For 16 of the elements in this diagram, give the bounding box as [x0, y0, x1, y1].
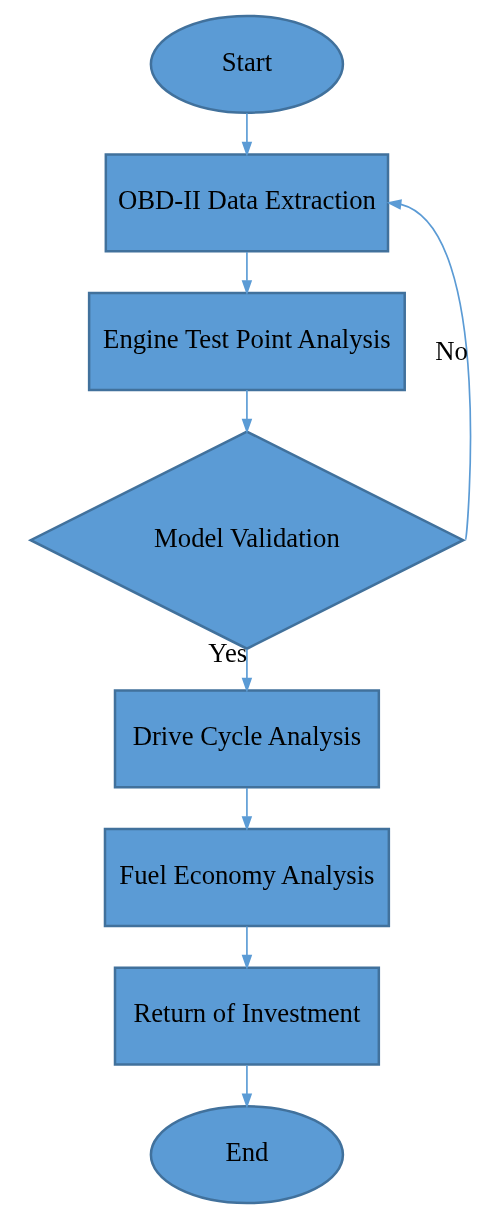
- node-box: Return of Investment: [113, 966, 381, 1066]
- arrow: [241, 112, 253, 157]
- edge-label: No: [435, 336, 468, 367]
- arrow: [241, 389, 253, 434]
- arrow: [386, 199, 472, 542]
- arrow: [241, 787, 253, 832]
- node-ellipse: Start: [149, 14, 345, 114]
- node-box: Drive Cycle Analysis: [113, 689, 381, 789]
- node-box: Fuel Economy Analysis: [103, 827, 391, 928]
- arrow: [241, 925, 253, 970]
- node-box: Engine Test Point Analysis: [87, 291, 406, 392]
- node-box: OBD-II Data Extraction: [104, 153, 390, 253]
- arrow: [241, 251, 253, 296]
- arrow: [241, 1064, 253, 1109]
- arrow: [241, 648, 253, 693]
- node-ellipse: End: [149, 1105, 345, 1205]
